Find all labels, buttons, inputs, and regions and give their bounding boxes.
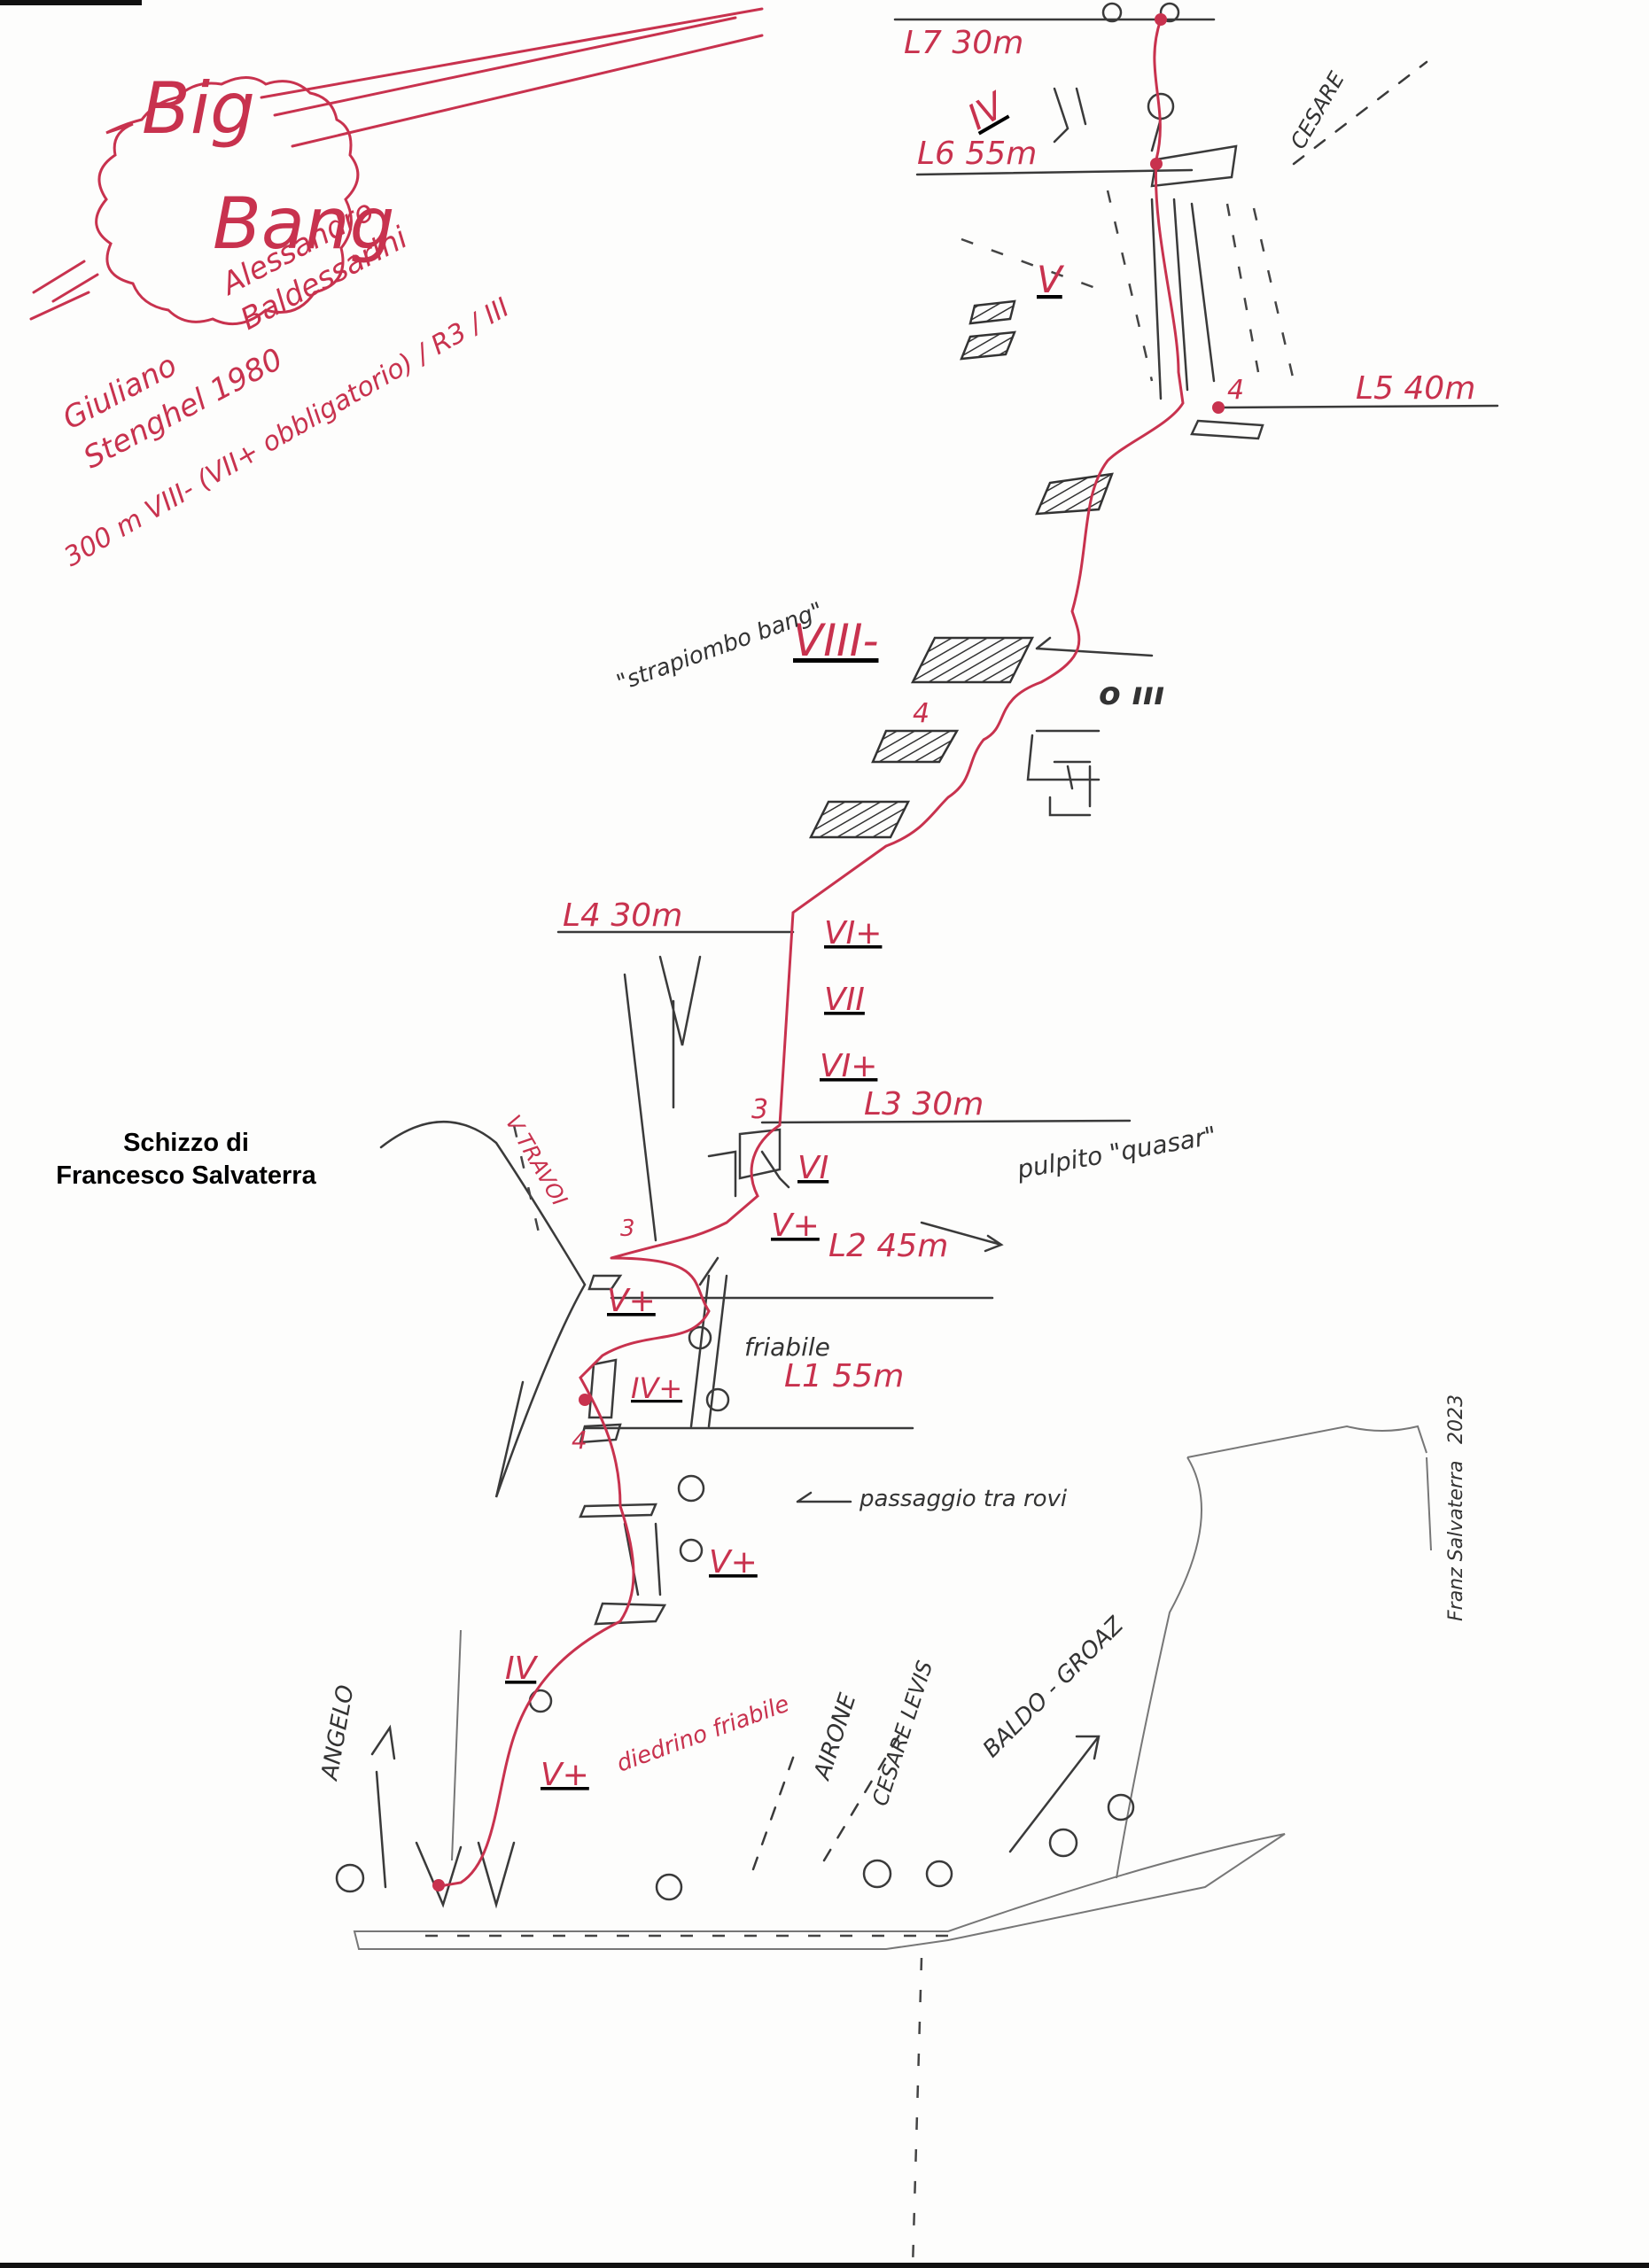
- grade: VIII-: [793, 615, 878, 666]
- grade: V+: [771, 1208, 820, 1244]
- base-ground: [353, 1833, 1286, 2268]
- station-number: 3: [751, 1094, 768, 1125]
- scan-edge: [0, 0, 142, 5]
- grade: VI+: [820, 1048, 877, 1084]
- route-name-cesare: CESARE: [1286, 67, 1350, 153]
- title-big: Big: [142, 67, 255, 150]
- grade: VI: [797, 1150, 828, 1186]
- pitch-label-l7: L7 30m: [904, 25, 1023, 61]
- credit-line-2: Francesco Salvaterra: [56, 1161, 316, 1190]
- station-number: 4: [572, 1425, 587, 1455]
- title-comet: [29, 7, 764, 326]
- note-passaggio: passaggio tra rovi: [859, 1486, 1068, 1512]
- tree-icons: [335, 2, 1180, 1901]
- grade: IV: [961, 84, 1014, 138]
- scan-edge-bottom: [0, 2263, 1649, 2268]
- route-name-baldo-groaz: BALDO - GROAZ: [978, 1612, 1130, 1763]
- route-name-airone: AIRONE: [809, 1689, 862, 1784]
- signature-name: Franz Salvaterra: [1445, 1461, 1467, 1621]
- pitch-label-l3: L3 30m: [864, 1086, 984, 1122]
- credit-line-1: Schizzo di: [123, 1129, 249, 1157]
- belay-stations: [432, 13, 1225, 1891]
- pitch-label-l1: L1 55m: [784, 1358, 904, 1394]
- sketch-credit: Schizzo di Francesco Salvaterra: [35, 1127, 337, 1192]
- grade: V+: [541, 1757, 589, 1793]
- grade: V+: [607, 1283, 656, 1319]
- grade: VI+: [824, 915, 882, 951]
- grade: VII: [824, 982, 865, 1018]
- title-bang: Bang: [213, 183, 394, 265]
- grade: IV: [505, 1651, 539, 1687]
- note-friabile: friabile: [744, 1332, 830, 1362]
- station-number: 4: [913, 698, 930, 729]
- pitch-label-l4: L4 30m: [563, 897, 682, 934]
- note-diedrino: diedrino friabile: [613, 1690, 793, 1777]
- route-name-cesare-levis: CESARE LEVIS: [867, 1658, 937, 1809]
- note-left-route: V TRAVOI: [501, 1111, 572, 1210]
- direction-arrows: [370, 60, 1428, 1889]
- route-name-angelo: ANGELO: [316, 1683, 360, 1784]
- grade: V+: [709, 1544, 758, 1581]
- route-line: [432, 18, 1185, 1889]
- pitch-label-l5: L5 40m: [1356, 370, 1475, 407]
- grade: V: [1037, 258, 1065, 301]
- signature: Franz Salvaterra 2023: [1445, 1394, 1467, 1621]
- legend-pitons: o ııı: [1099, 676, 1164, 712]
- station-number: 3: [620, 1216, 635, 1242]
- grade: IV+: [631, 1371, 682, 1405]
- station-number: 4: [1227, 375, 1244, 406]
- pitch-lines: [556, 18, 1499, 1430]
- rock-features: [379, 87, 1432, 1909]
- signature-year: 2023: [1445, 1394, 1467, 1444]
- pitch-label-l2: L2 45m: [828, 1228, 948, 1264]
- note-pulpito: pulpito "quasar": [1015, 1121, 1219, 1184]
- pitch-label-l6: L6 55m: [917, 136, 1037, 172]
